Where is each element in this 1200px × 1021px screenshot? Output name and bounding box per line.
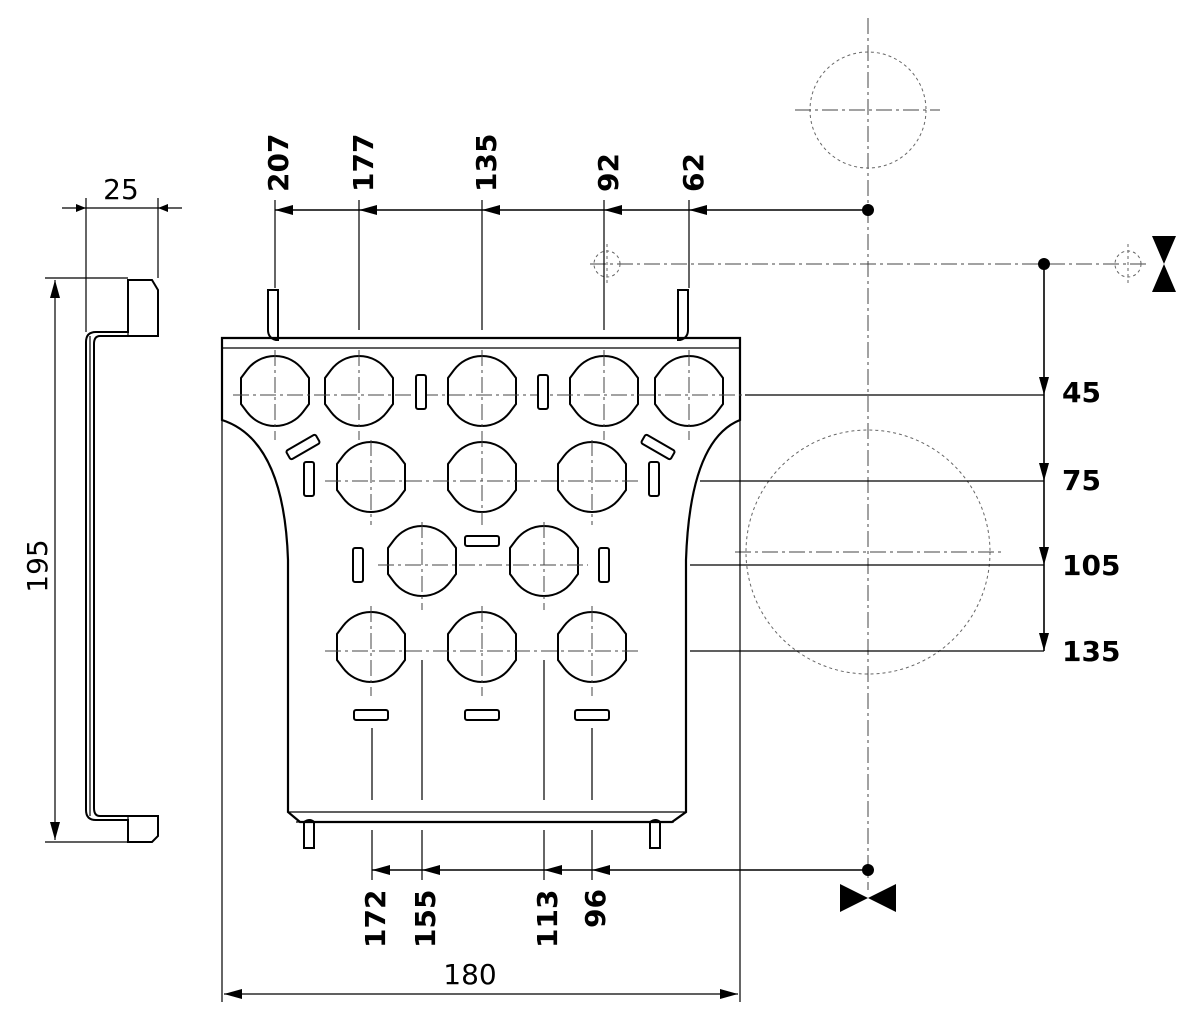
dim-75: 75 bbox=[1062, 464, 1101, 497]
dim-135-top: 135 bbox=[470, 134, 503, 192]
dim-177: 177 bbox=[347, 134, 380, 192]
dim-62: 62 bbox=[677, 153, 710, 192]
front-view-plate bbox=[220, 289, 745, 849]
dim-155: 155 bbox=[409, 890, 442, 948]
right-dimension-chain: 45 75 105 135 bbox=[690, 236, 1176, 668]
dim-96: 96 bbox=[579, 889, 612, 928]
top-datum-point bbox=[862, 204, 874, 216]
vertical-datum-symbol bbox=[1152, 236, 1176, 292]
height-dimension-label: 195 bbox=[21, 539, 54, 592]
bottom-dimension-chain: 172 155 113 96 bbox=[359, 660, 896, 948]
dim-113: 113 bbox=[531, 890, 564, 948]
bottom-datum-point bbox=[862, 864, 874, 876]
side-view: 25 195 bbox=[21, 173, 182, 843]
slots bbox=[285, 374, 676, 721]
right-datum-point bbox=[1038, 258, 1050, 270]
dim-45: 45 bbox=[1062, 376, 1101, 409]
depth-dimension-label: 25 bbox=[103, 173, 139, 206]
horizontal-datum-symbol bbox=[840, 884, 896, 912]
reference-geometry bbox=[590, 18, 1150, 890]
dim-207: 207 bbox=[262, 134, 295, 192]
width-dimension: 180 bbox=[221, 420, 741, 1002]
top-dimension-chain: 207 177 135 92 62 bbox=[262, 134, 874, 330]
dim-172: 172 bbox=[359, 890, 392, 948]
dim-135-right: 135 bbox=[1062, 635, 1120, 668]
hole-centerlines bbox=[233, 350, 745, 696]
dim-92: 92 bbox=[592, 153, 625, 192]
dim-105: 105 bbox=[1062, 549, 1120, 582]
width-dimension-label: 180 bbox=[443, 958, 496, 991]
